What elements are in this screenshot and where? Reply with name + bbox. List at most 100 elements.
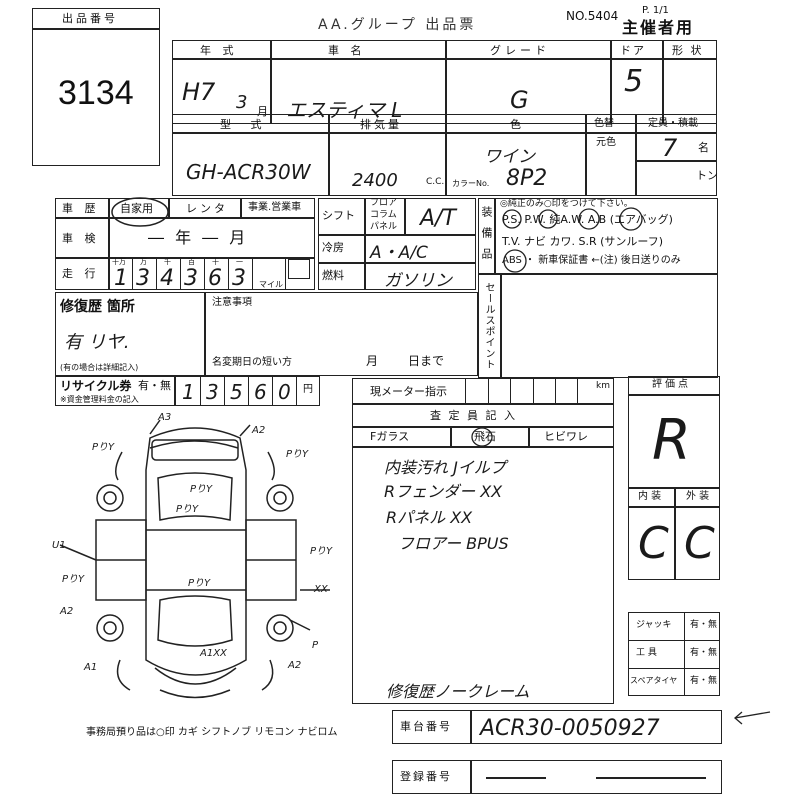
row2-col3 [585, 114, 587, 196]
spare-yes-no: 有・無 [690, 676, 718, 686]
lot-number: 3134 [58, 74, 134, 112]
registration-blank-line [486, 777, 546, 779]
equipment-line2: T.V. ナビ カワ. S.R (サンルーフ) [502, 235, 664, 248]
interior-label: 内 装 [638, 491, 662, 502]
digit-unit: 十 [212, 258, 219, 266]
diagram-mark: PりY [92, 442, 115, 453]
year-label: 年 式 [200, 44, 238, 57]
shift-label: シフト [322, 209, 355, 222]
row2-table [172, 114, 717, 196]
month-unit: 月 [257, 105, 268, 118]
glass-row-line [352, 446, 614, 448]
chassis-label: 車台番号 [400, 720, 452, 733]
car-name-value: エスティマ L [286, 98, 403, 122]
equipment-line3: ABS ・ 新車保証書 ←(注) 後日送りのみ [502, 255, 681, 266]
shift-option: コラム [370, 210, 397, 220]
mileage-digit: 3 [136, 266, 150, 291]
recycle-digit: 1 [182, 380, 195, 404]
digit-unit: 十万 [112, 258, 126, 266]
row1-col4 [662, 40, 664, 124]
inspector-note: フロアー BPUS [398, 534, 509, 553]
spec-table [318, 198, 476, 290]
history-option-business: 事業.営業車 [248, 202, 302, 213]
aircon-value: A・A/C [370, 243, 428, 263]
evaluation-value: R [652, 408, 691, 473]
history-option-private: 自家用 [120, 202, 153, 215]
acc-row1 [628, 640, 720, 641]
inspector-box [352, 404, 614, 704]
shift-option: フロア [370, 198, 398, 208]
door-value: 5 [624, 64, 644, 99]
inspector-note: Rパネル XX [386, 508, 473, 527]
inspector-note: 内装汚れ Jイルプ [384, 458, 506, 477]
equipment-label: 装備品 [480, 206, 493, 269]
shaken-label: 車 検 [62, 232, 100, 245]
mileage-digit: 3 [232, 266, 246, 291]
registration-box [392, 760, 722, 794]
row1-col3 [610, 40, 612, 124]
spare-label: スペアタイヤ [630, 676, 678, 685]
aircon-label: 冷房 [322, 241, 344, 254]
sales-point-box [478, 274, 718, 378]
row1-col2 [445, 40, 447, 124]
color-change-label: 色替 [594, 118, 614, 129]
displacement-label: 排気量 [360, 118, 402, 131]
original-color-label: 元色 [596, 137, 616, 148]
recycle-digit: 6 [254, 380, 267, 404]
repair-note: (有の場合は詳細記入) [60, 363, 139, 372]
recycle-box [55, 376, 320, 406]
recycle-col [174, 376, 176, 406]
caution-box [205, 292, 478, 376]
diagram-mark: U1 [52, 540, 66, 551]
displacement-value: 2400 [352, 170, 398, 191]
recycle-options: 有・無 [138, 379, 171, 392]
tool-yes-no: 有・無 [690, 648, 718, 658]
recycle-label: リサイクル券 [60, 379, 132, 393]
mileage-label: 走 行 [62, 267, 100, 280]
row2-header-line [172, 132, 717, 134]
diagram-mark: A1 [84, 662, 98, 673]
diagram-mark: A2 [252, 425, 266, 436]
shift-value: A/T [420, 206, 456, 231]
inspector-note: Rフェンダー XX [384, 482, 503, 501]
row2-col1 [328, 114, 330, 196]
digit-unit: 一 [236, 258, 243, 266]
capacity-unit: 名 [698, 141, 709, 154]
chassis-box [392, 710, 722, 744]
evaluation-label: 評価点 [652, 379, 691, 390]
digit-unit: 万 [140, 258, 147, 266]
mileage-digit: 1 [114, 266, 128, 291]
chassis-value: ACR30-0050927 [480, 716, 660, 741]
diagram-mark: A2 [60, 606, 74, 617]
diagram-mark: PりY [190, 484, 213, 495]
diagram-mark: A2 [288, 660, 302, 671]
doc-number: NO.5404 [566, 9, 619, 23]
color-value: ワイン [484, 147, 535, 167]
interior-value: C [638, 518, 669, 569]
ie-col [674, 488, 676, 580]
repair-label: 修復歴 箇所 [60, 299, 135, 315]
fuel-value: ガソリン [384, 271, 452, 291]
row1-col1 [270, 40, 272, 124]
ton-unit: トン [696, 169, 718, 182]
grade-label: グレード [490, 44, 550, 57]
model-value: GH-ACR30W [186, 160, 311, 184]
row2-col4 [635, 114, 637, 196]
month-value: 3 [236, 92, 248, 113]
model-label: 型 式 [220, 118, 270, 131]
group-title: AA.グループ 出品票 [318, 17, 477, 33]
registration-label: 登録番号 [400, 770, 452, 783]
diagram-mark: PりY [176, 504, 199, 515]
row1-header-line [172, 58, 717, 60]
digit-unit: 百 [188, 258, 195, 266]
history-opt2 [240, 198, 242, 217]
registration-col [470, 760, 472, 794]
accessories-box [628, 612, 720, 696]
history-option-rental: レンタ [186, 202, 228, 215]
spec-col [364, 198, 366, 290]
door-label: ドア [620, 44, 646, 57]
caution-label: 注意事項 [212, 297, 252, 308]
history-label: 車 歴 [62, 202, 100, 215]
equipment-line1: P.S. P.W. 純A.W. A.B (エアバッグ) [502, 213, 673, 226]
history-table [55, 198, 315, 290]
